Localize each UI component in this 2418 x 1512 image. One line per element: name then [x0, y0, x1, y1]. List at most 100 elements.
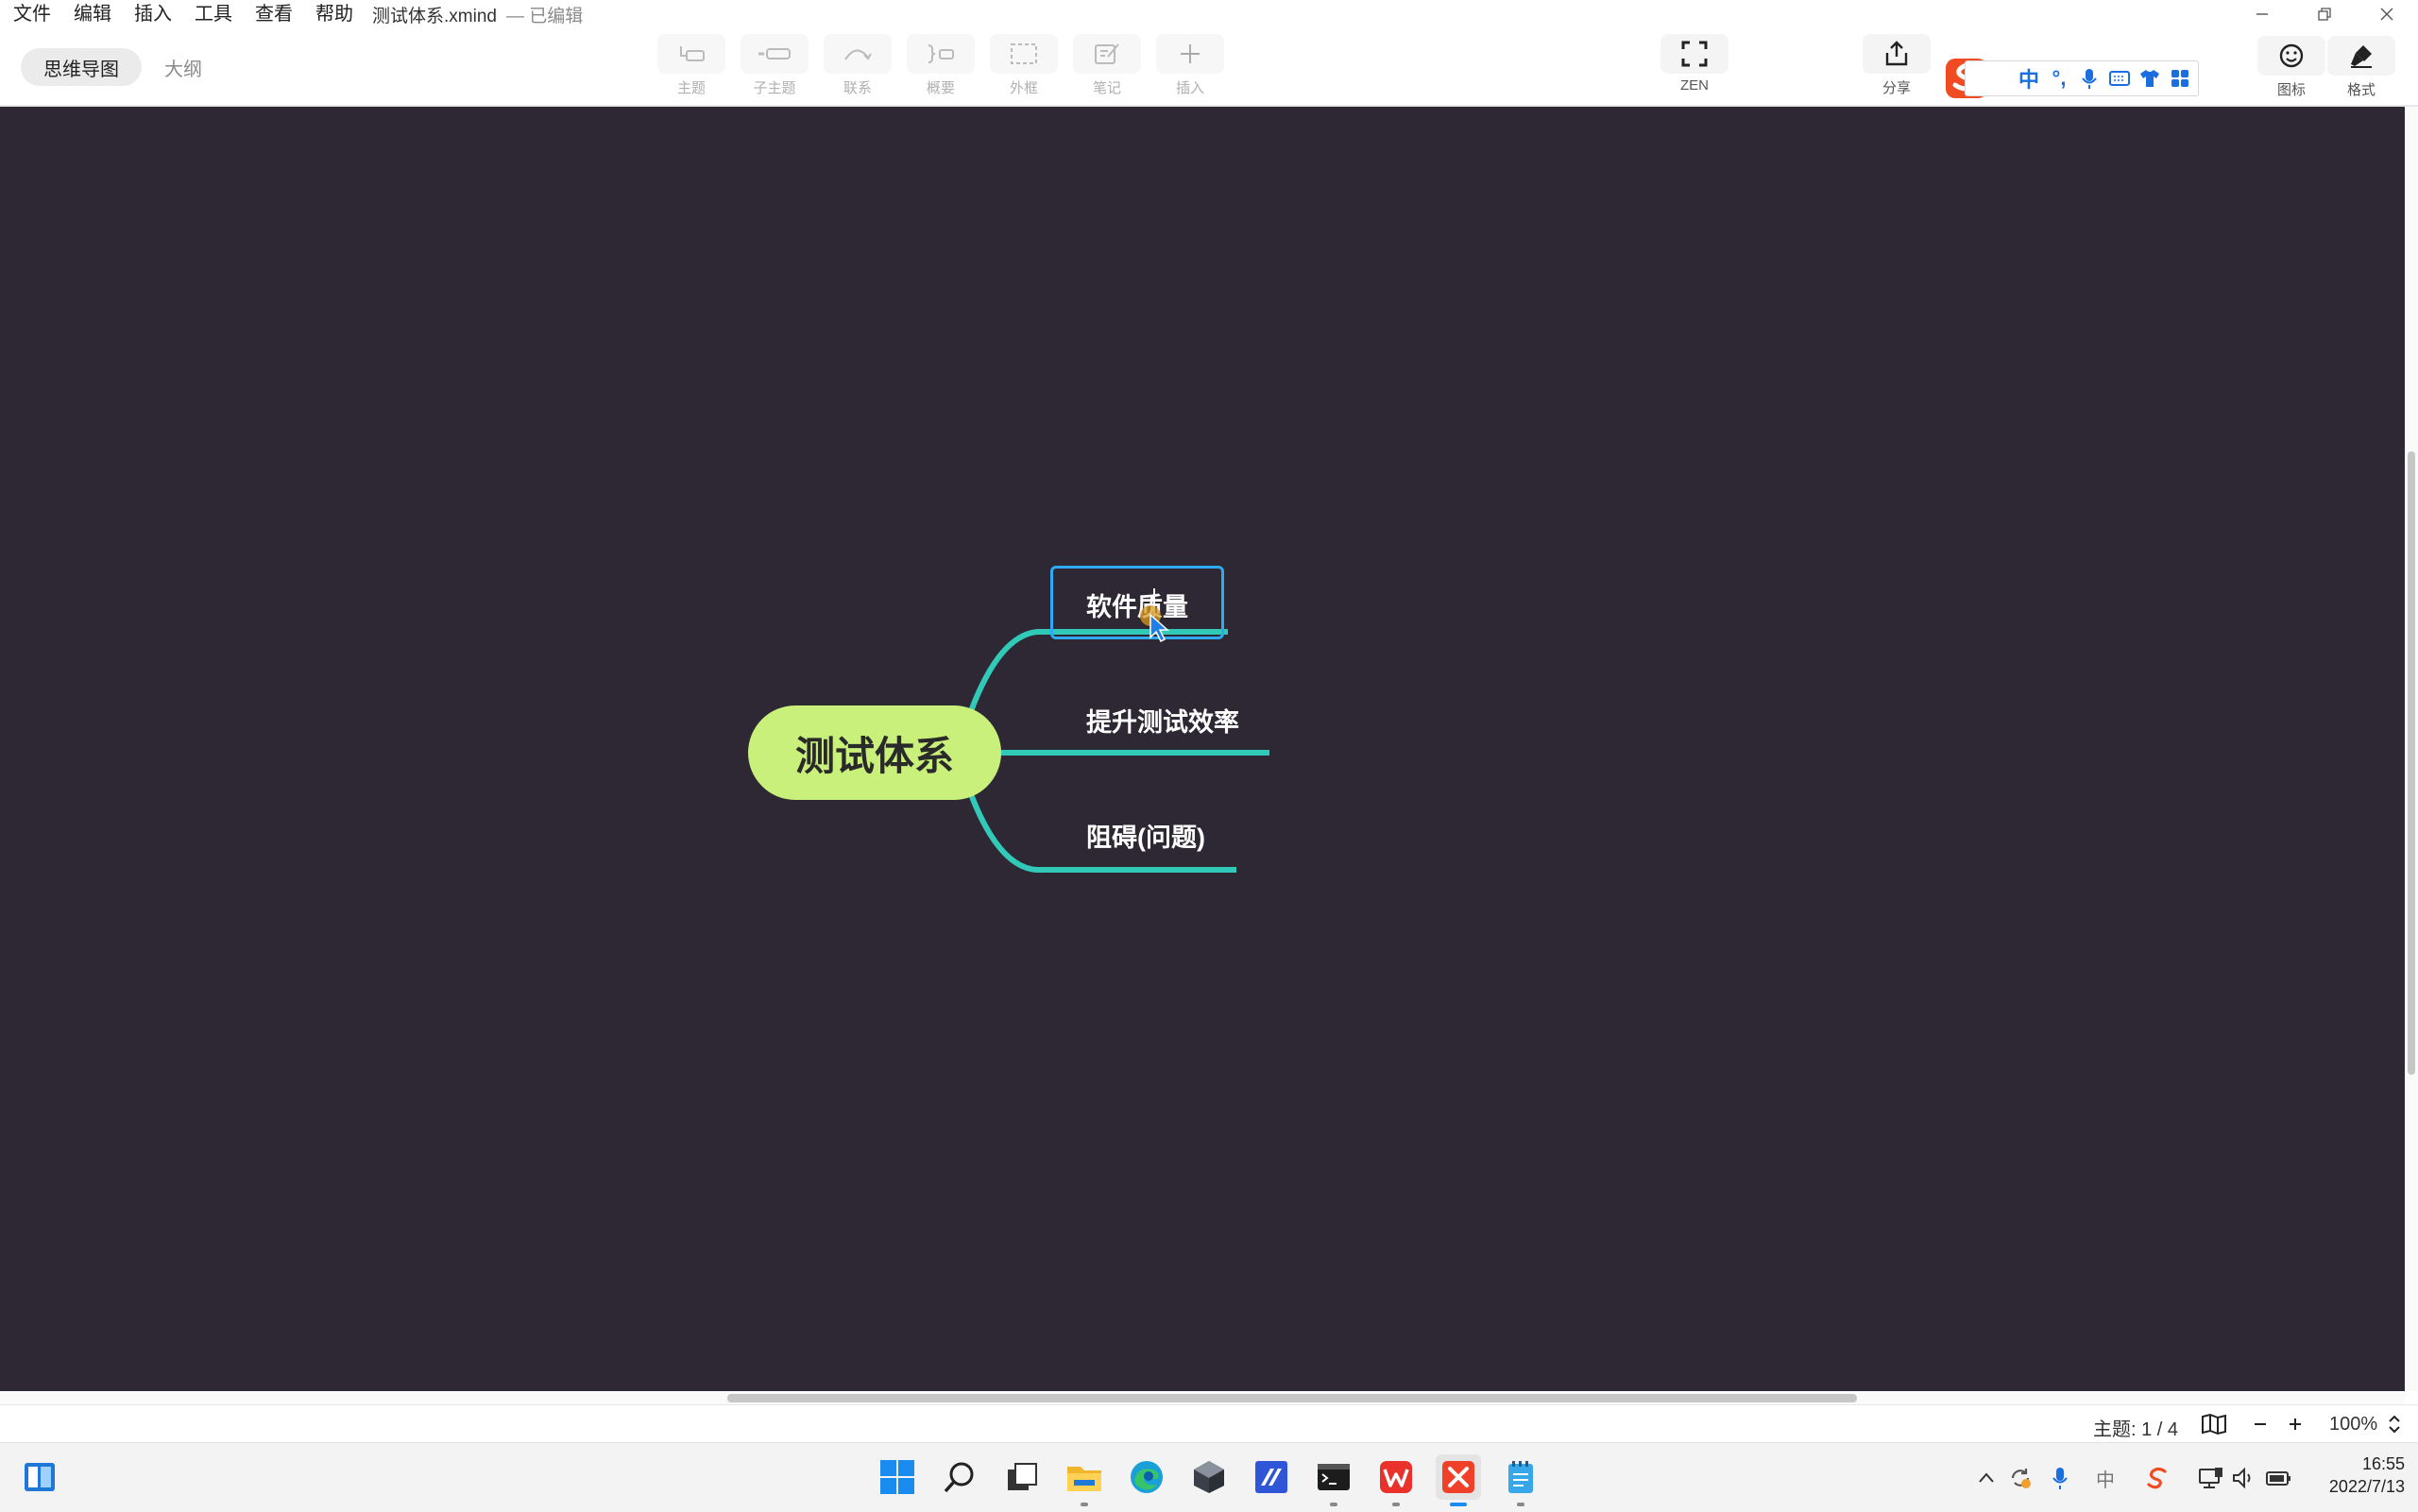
relationship-button[interactable]: 联系	[822, 34, 894, 97]
windows-start-icon	[880, 1460, 914, 1494]
document-title: 测试体系.xmind	[372, 6, 497, 26]
icon-panel-button[interactable]: 图标	[2256, 36, 2327, 99]
edge-browser-icon	[1131, 1461, 1163, 1493]
branch-topic-software-quality[interactable]: 软件质量	[1086, 593, 1188, 621]
share-button[interactable]: 分享	[1861, 34, 1933, 97]
punctuation-icon[interactable]: °,	[2052, 66, 2067, 90]
taskbar-wps[interactable]	[1373, 1454, 1419, 1506]
zen-mode-button[interactable]: ZEN	[1659, 34, 1730, 93]
skin-shirt-icon[interactable]	[2137, 64, 2162, 93]
clock-time: 16:55	[2361, 1454, 2405, 1473]
format-panel-button[interactable]: 格式	[2325, 36, 2397, 99]
widgets-button[interactable]	[17, 1454, 62, 1500]
menu-edit[interactable]: 编辑	[74, 4, 111, 25]
tab-mindmap[interactable]: 思维导图	[21, 48, 142, 86]
mouse-cursor-icon	[1140, 605, 1169, 643]
map-view-icon[interactable]	[2201, 1413, 2227, 1440]
minimize-button[interactable]	[2243, 2, 2281, 26]
taskbar-terminal[interactable]	[1311, 1454, 1356, 1506]
toolbox-grid-icon[interactable]	[2168, 64, 2192, 93]
tab-outline[interactable]: 大纲	[164, 59, 202, 80]
topic-label: 主题	[676, 80, 706, 96]
status-bar: 主题: 1 / 4 100%	[0, 1404, 2418, 1443]
relationship-icon	[824, 34, 892, 74]
system-clock[interactable]: 16:55 2022/7/13	[2329, 1453, 2405, 1498]
task-view-button[interactable]	[999, 1454, 1045, 1500]
menu-tools[interactable]: 工具	[195, 4, 232, 25]
restore-icon	[2318, 8, 2331, 21]
taskbar-3d-app[interactable]	[1186, 1454, 1232, 1500]
cube-app-icon	[1194, 1461, 1224, 1493]
running-indicator	[1392, 1503, 1400, 1506]
zoom-level[interactable]: 100%	[2329, 1414, 2378, 1435]
boundary-label: 外框	[1009, 80, 1038, 96]
boundary-icon	[990, 34, 1058, 74]
sogou-tray-icon[interactable]	[2144, 1464, 2172, 1492]
sync-tray-icon[interactable]	[2006, 1464, 2035, 1492]
ime-controls: 中 °,	[1965, 60, 2199, 96]
taskbar: 中 16:55 2022/7/13	[0, 1442, 2418, 1512]
branch-topic-efficiency[interactable]: 提升测试效率	[1086, 708, 1239, 737]
menu-view[interactable]: 查看	[255, 4, 293, 25]
summary-button[interactable]: 概要	[905, 34, 977, 97]
volume-tray-icon[interactable]	[2229, 1464, 2257, 1492]
close-window-button[interactable]	[2368, 2, 2406, 26]
icon-label: 图标	[2276, 82, 2306, 98]
boundary-button[interactable]: 外框	[988, 34, 1060, 97]
taskbar-xmind[interactable]	[1436, 1454, 1481, 1506]
central-topic[interactable]: 测试体系	[748, 705, 1001, 800]
xmind-app-icon	[1442, 1461, 1474, 1493]
minus-icon	[2255, 1423, 2266, 1425]
taskbar-edge[interactable]	[1124, 1454, 1169, 1500]
search-button[interactable]	[937, 1454, 982, 1500]
vertical-scroll-thumb[interactable]	[2408, 451, 2415, 1075]
view-switch: 思维导图 大纲	[21, 47, 225, 87]
mindmap-canvas[interactable]: 测试体系 软件质量 提升测试效率 阻碍(问题)	[0, 107, 2405, 1391]
search-icon	[944, 1462, 974, 1493]
horizontal-scroll-thumb[interactable]	[727, 1394, 1857, 1402]
wps-office-icon	[1380, 1461, 1412, 1493]
microphone-icon[interactable]	[2077, 64, 2102, 93]
restore-button[interactable]	[2306, 2, 2343, 26]
input-language-indicator[interactable]: 中	[2096, 1470, 2115, 1491]
topic-icon	[657, 34, 725, 74]
taskbar-notepad[interactable]	[1498, 1454, 1543, 1506]
menu-insert[interactable]: 插入	[134, 4, 172, 25]
topic-count: 主题: 1 / 4	[2093, 1419, 2179, 1440]
show-hidden-icons-button[interactable]	[1972, 1464, 2001, 1492]
share-label: 分享	[1882, 80, 1911, 96]
active-indicator	[1450, 1503, 1467, 1506]
taskbar-file-explorer[interactable]	[1062, 1454, 1107, 1506]
branch-topic-obstacles[interactable]: 阻碍(问题)	[1086, 824, 1205, 852]
network-tray-icon[interactable]	[2197, 1464, 2225, 1492]
zoom-in-button[interactable]	[2286, 1415, 2305, 1438]
note-button[interactable]: 笔记	[1071, 34, 1143, 97]
summary-icon	[907, 34, 975, 74]
running-indicator	[1517, 1503, 1524, 1506]
horizontal-scrollbar[interactable]	[0, 1391, 2405, 1404]
keyboard-icon[interactable]	[2107, 64, 2132, 93]
start-button[interactable]	[875, 1454, 920, 1500]
zoom-stepper-icon[interactable]	[2386, 1413, 2403, 1440]
vertical-scrollbar[interactable]	[2405, 107, 2418, 1391]
menu-bar: 文件 编辑 插入 工具 查看 帮助 测试体系.xmind — 已编辑	[13, 0, 583, 28]
battery-tray-icon[interactable]	[2265, 1464, 2293, 1492]
subtopic-button[interactable]: 子主题	[739, 34, 810, 97]
insert-label: 插入	[1175, 80, 1204, 96]
microphone-tray-icon[interactable]	[2046, 1464, 2074, 1492]
chevron-up-icon	[1979, 1472, 1994, 1483]
ime-mode-toggle[interactable]: 中	[2018, 68, 2039, 92]
topic-button[interactable]: 主题	[656, 34, 727, 97]
note-icon	[1073, 34, 1141, 74]
task-view-icon	[1008, 1463, 1037, 1490]
zoom-out-button[interactable]	[2251, 1415, 2270, 1438]
widgets-icon	[25, 1463, 55, 1491]
taskbar-visual-studio[interactable]	[1249, 1454, 1294, 1500]
insert-button[interactable]: 插入	[1154, 34, 1226, 97]
subtopic-icon	[741, 34, 809, 74]
text-caret	[1153, 588, 1155, 617]
relationship-label: 联系	[843, 80, 872, 96]
menu-help[interactable]: 帮助	[315, 4, 353, 25]
menu-file[interactable]: 文件	[13, 4, 51, 25]
format-label: 格式	[2346, 82, 2375, 98]
